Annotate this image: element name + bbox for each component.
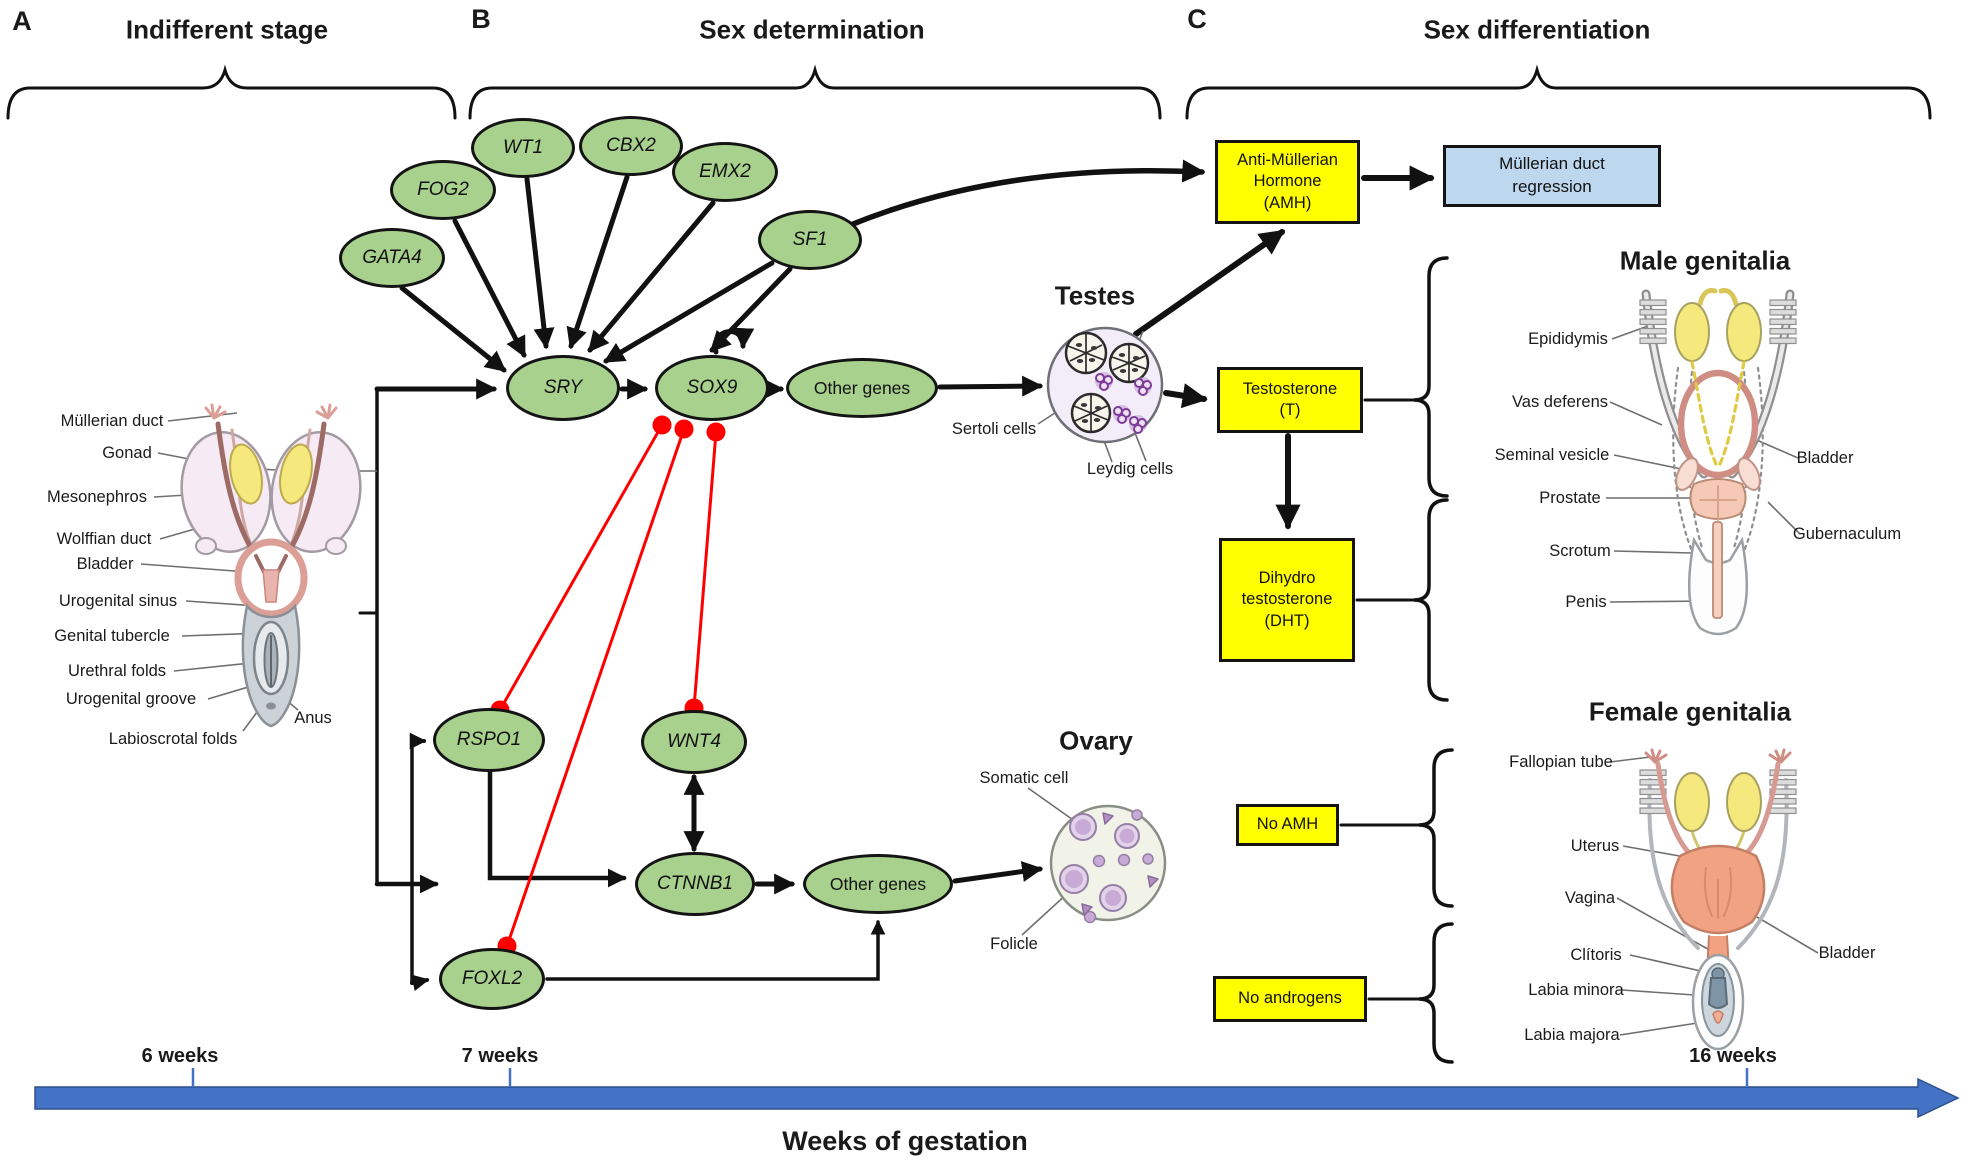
- brace-sex-determination: [468, 64, 1162, 120]
- label-urogenital-sinus: Urogenital sinus: [58, 591, 178, 610]
- label-mullerian-duct: Müllerian duct: [60, 411, 164, 430]
- epididymis-combs: [1639, 299, 1797, 345]
- section-title-differentiation: Sex differentiation: [1423, 14, 1651, 45]
- indifferent-stage-illustration: [180, 403, 362, 728]
- label-gubernaculum: Gubernaculum: [1792, 524, 1902, 543]
- ovary-title: Ovary: [1059, 725, 1133, 756]
- tick-label-16-weeks: 16 weeks: [1689, 1045, 1777, 1067]
- activation-arrows: [358, 159, 1435, 992]
- label-labioscrotal-folds: Labioscrotal folds: [108, 729, 238, 748]
- label-urethral-folds: Urethral folds: [67, 661, 167, 680]
- tick-label-7-weeks: 7 weeks: [461, 1045, 539, 1067]
- mullerian-regression-box: Müllerian duct regression: [1443, 145, 1661, 207]
- sertoli-cells-dots: [1075, 343, 1140, 423]
- label-mesonephros: Mesonephros: [47, 487, 147, 506]
- label-prostate: Prostate: [1539, 488, 1601, 507]
- section-title-indifferent: Indifferent stage: [125, 14, 329, 45]
- female-genitalia-title: Female genitalia: [1588, 696, 1792, 727]
- label-genital-tubercle: Genital tubercle: [54, 626, 170, 645]
- amh-box: Anti-Müllerian Hormone (AMH): [1215, 140, 1360, 224]
- ovary-illustration: [1049, 804, 1167, 924]
- section-braces: [6, 64, 1932, 120]
- gene-node-emx2: EMX2: [672, 142, 778, 202]
- no-androgens-box: No androgens: [1213, 976, 1367, 1022]
- dht-box: Dihydro testosterone (DHT): [1219, 538, 1355, 662]
- sertoli-cells-label: Sertoli cells: [951, 419, 1037, 438]
- label-bladder-indifferent: Bladder: [76, 554, 134, 573]
- gene-node-cbx2: CBX2: [579, 116, 683, 176]
- brace-indifferent-stage: [6, 64, 457, 120]
- gonad-right: [279, 443, 313, 505]
- label-bladder-female: Bladder: [1818, 943, 1876, 962]
- section-letter-b: B: [471, 4, 491, 35]
- node-other-genes-male: Other genes: [786, 358, 938, 418]
- label-anus: Anus: [294, 708, 332, 727]
- somatic-cell-label: Somatic cell: [979, 768, 1069, 787]
- section-letter-c: C: [1187, 4, 1207, 35]
- gene-node-wnt4: WNT4: [641, 710, 747, 774]
- label-labia-majora: Labia majora: [1524, 1025, 1620, 1044]
- label-pointer-lines: [140, 325, 1819, 1036]
- round-ligaments: [1647, 778, 1789, 950]
- sox9-to-amh-curve: [845, 159, 1206, 229]
- label-gonad: Gonad: [102, 443, 152, 462]
- gene-node-rspo1: RSPO1: [433, 708, 545, 772]
- gene-node-fog2: FOG2: [390, 160, 496, 220]
- folicles: [1059, 809, 1159, 924]
- timeline-axis-label: Weeks of gestation: [782, 1126, 1028, 1157]
- leydig-cells-label: Leydig cells: [1086, 459, 1174, 478]
- label-wolffian-duct: Wolffian duct: [56, 529, 152, 548]
- male-genitalia-illustration: [1639, 288, 1797, 636]
- label-bladder-male: Bladder: [1796, 448, 1854, 467]
- sox9-self-loop: [712, 327, 755, 355]
- gestation-timeline-arrow: [34, 1068, 1960, 1119]
- label-epididymis: Epididymis: [1528, 329, 1608, 348]
- no-amh-box: No AMH: [1236, 804, 1339, 846]
- label-fallopian-tube: Fallopian tube: [1509, 752, 1613, 771]
- gene-node-foxl2: FOXL2: [439, 948, 545, 1010]
- testes-title: Testes: [1054, 280, 1136, 311]
- male-genitalia-title: Male genitalia: [1619, 245, 1791, 276]
- gonad-left: [229, 443, 263, 505]
- label-penis: Penis: [1565, 592, 1607, 611]
- label-urogenital-groove: Urogenital groove: [65, 689, 197, 708]
- vas-deferens-dashed: [1690, 360, 1746, 466]
- brace-sex-differentiation: [1185, 64, 1932, 120]
- gene-node-sox9: SOX9: [655, 355, 769, 421]
- folicle-label: Folicle: [990, 934, 1038, 953]
- gene-node-sf1: SF1: [758, 210, 862, 270]
- female-genitalia-illustration: [1639, 748, 1797, 1051]
- female-combs: [1639, 769, 1797, 815]
- section-title-determination: Sex determination: [699, 14, 925, 45]
- label-vas-deferens: Vas deferens: [1511, 392, 1609, 411]
- label-labia-minora: Labia minora: [1528, 980, 1624, 999]
- label-uterus: Uterus: [1570, 836, 1620, 855]
- outcome-braces: [1339, 256, 1454, 1064]
- leydig-cells-clusters: [1095, 372, 1152, 434]
- gene-node-gata4: GATA4: [339, 228, 445, 288]
- label-clitoris: Clítoris: [1570, 945, 1622, 964]
- gene-node-sry: SRY: [506, 355, 620, 421]
- label-vagina: Vagina: [1564, 888, 1616, 907]
- label-seminal-vesicle: Seminal vesicle: [1494, 445, 1610, 464]
- gene-node-wt1: WT1: [471, 118, 575, 178]
- section-letter-a: A: [12, 6, 32, 37]
- tick-label-6-weeks: 6 weeks: [141, 1045, 219, 1067]
- testes-illustration: [1046, 326, 1164, 444]
- testosterone-box: Testosterone (T): [1217, 367, 1363, 433]
- gene-node-ctnnb1: CTNNB1: [635, 852, 755, 916]
- node-other-genes-female: Other genes: [803, 854, 953, 914]
- label-scrotum: Scrotum: [1549, 541, 1611, 560]
